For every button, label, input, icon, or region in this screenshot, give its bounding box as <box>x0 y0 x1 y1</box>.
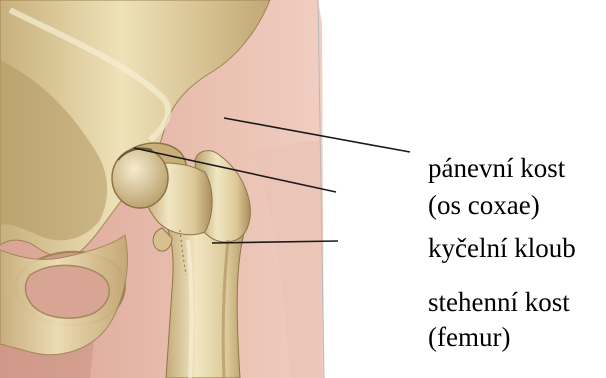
label-pelvis-latin: (os coxae) <box>428 189 540 221</box>
obturator-foramen-inner <box>25 265 109 318</box>
label-femur-czech: stehenní kost <box>428 286 570 318</box>
label-femur-latin: (femur) <box>428 321 510 353</box>
label-pelvis-czech: pánevní kost <box>428 152 565 184</box>
label-hip-joint: kyčelní kloub <box>428 232 576 264</box>
